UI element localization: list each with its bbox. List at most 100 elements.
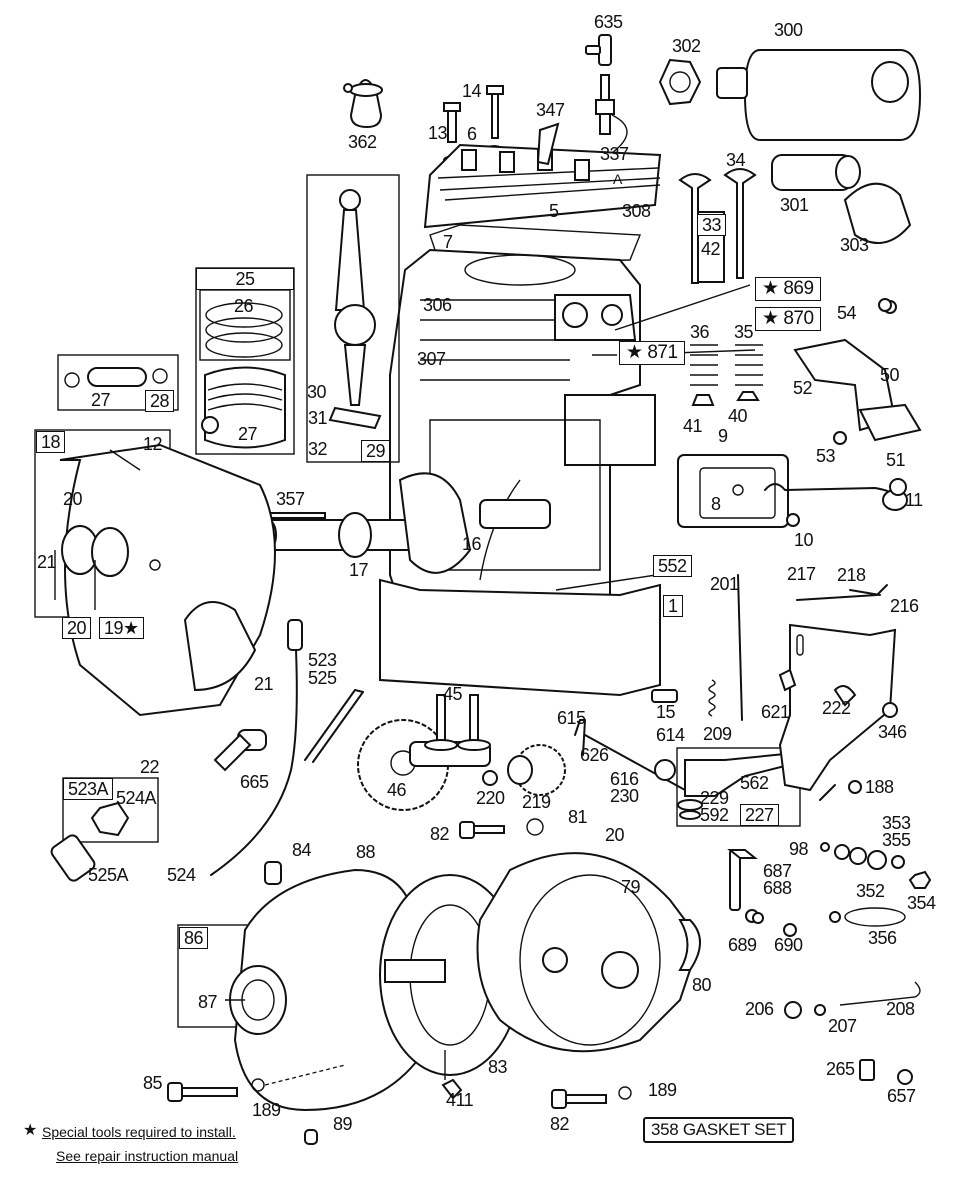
label-562: 562: [740, 773, 769, 793]
label-46: 46: [387, 780, 407, 800]
label-82-top: 82: [430, 824, 450, 844]
label-9: 9: [718, 426, 728, 446]
label-1: 1: [663, 595, 683, 617]
label-17: 17: [349, 560, 369, 580]
part-222-control-bracket: [778, 584, 897, 801]
label-525: 525: [308, 668, 337, 688]
label-20-seal: 20: [63, 489, 83, 509]
label-616: 616: [610, 769, 639, 789]
label-189-left: 189: [252, 1100, 281, 1120]
label-35: 35: [734, 322, 754, 342]
label-12: 12: [143, 434, 163, 454]
label-34: 34: [726, 150, 746, 170]
label-525A: 525A: [88, 865, 129, 885]
label-80: 80: [692, 975, 712, 995]
label-28: 28: [145, 390, 175, 412]
label-21-left: 21: [37, 552, 57, 572]
label-690: 690: [774, 935, 803, 955]
label-53: 53: [816, 446, 836, 466]
label-230: 230: [610, 786, 639, 806]
label-346: 346: [878, 722, 907, 742]
label-614: 614: [656, 725, 685, 745]
label-523: 523: [308, 650, 337, 670]
star-icon: ★: [762, 278, 779, 299]
label-688: 688: [763, 878, 792, 898]
label-36: 36: [690, 322, 710, 342]
part-219-governor: [482, 719, 686, 796]
label-189-right: 189: [648, 1080, 677, 1100]
part-665-plug: [213, 729, 267, 772]
part-201-209-linkage: [708, 574, 743, 721]
part-28-piston-pin-box: [57, 354, 179, 411]
label-31: 31: [308, 408, 328, 428]
label-29: 29: [361, 440, 391, 462]
label-18: 18: [36, 431, 66, 453]
label-869-special-tool: ★ 869: [755, 277, 821, 301]
part-523-oil-fill-tube: [210, 619, 364, 876]
label-32: 32: [308, 439, 328, 459]
label-13: 13: [428, 123, 448, 143]
label-22: 22: [140, 757, 160, 777]
label-229: 229: [700, 788, 729, 808]
part-362-breather: [343, 79, 383, 129]
part-79-gear-housing: [476, 852, 702, 1053]
label-870: 870: [783, 308, 814, 329]
label-42: 42: [701, 239, 721, 259]
part-25-piston: [195, 267, 295, 455]
label-8: 8: [711, 494, 721, 514]
label-354: 354: [907, 893, 936, 913]
label-21-right: 21: [254, 674, 274, 694]
label-687: 687: [763, 861, 792, 881]
part-small-hardware-right: [651, 298, 932, 1085]
label-871: 871: [647, 342, 678, 363]
label-870-special-tool: ★ 870: [755, 307, 821, 331]
label-347: 347: [536, 100, 565, 120]
label-98: 98: [789, 839, 809, 859]
label-209: 209: [703, 724, 732, 744]
label-79: 79: [621, 877, 641, 897]
label-621: 621: [761, 702, 790, 722]
label-52: 52: [793, 378, 813, 398]
label-41: 41: [683, 416, 703, 436]
label-10: 10: [794, 530, 814, 550]
label-27-pin: 27: [91, 390, 111, 410]
label-51: 51: [886, 450, 906, 470]
label-50: 50: [880, 365, 900, 385]
label-216: 216: [890, 596, 919, 616]
label-33: 33: [697, 214, 727, 236]
label-20-housing: 20: [605, 825, 625, 845]
label-303: 303: [840, 235, 869, 255]
gasket-set-label: 358 GASKET SET: [643, 1117, 795, 1143]
label-355: 355: [882, 830, 911, 850]
label-26: 26: [234, 296, 254, 316]
label-16: 16: [462, 534, 482, 554]
label-20-box: 20: [62, 617, 92, 639]
label-615: 615: [557, 708, 586, 728]
label-357: 357: [276, 489, 305, 509]
label-11: 11: [905, 490, 923, 510]
part-50-intake-elbow: [793, 300, 922, 445]
star-icon: ★: [626, 342, 643, 363]
label-657: 657: [887, 1086, 916, 1106]
label-307: 307: [417, 349, 446, 369]
label-220: 220: [476, 788, 505, 808]
part-301-303-elbows: [771, 154, 912, 244]
label-523A: 523A: [63, 778, 114, 800]
label-86: 86: [179, 927, 209, 949]
label-592: 592: [700, 805, 729, 825]
part-5-cylinder-head: [423, 122, 662, 229]
label-45: 45: [443, 684, 463, 704]
footnote-star-icon: ★: [23, 1120, 38, 1139]
label-207: 207: [828, 1016, 857, 1036]
label-19-special: 19★: [99, 617, 144, 639]
label-A: A: [613, 171, 622, 187]
label-40: 40: [728, 406, 748, 426]
label-5: 5: [549, 201, 559, 221]
label-217: 217: [787, 564, 816, 584]
part-300-air-cleaner: [658, 49, 922, 141]
label-227: 227: [740, 804, 779, 826]
label-265: 265: [826, 1059, 855, 1079]
label-300: 300: [774, 20, 803, 40]
